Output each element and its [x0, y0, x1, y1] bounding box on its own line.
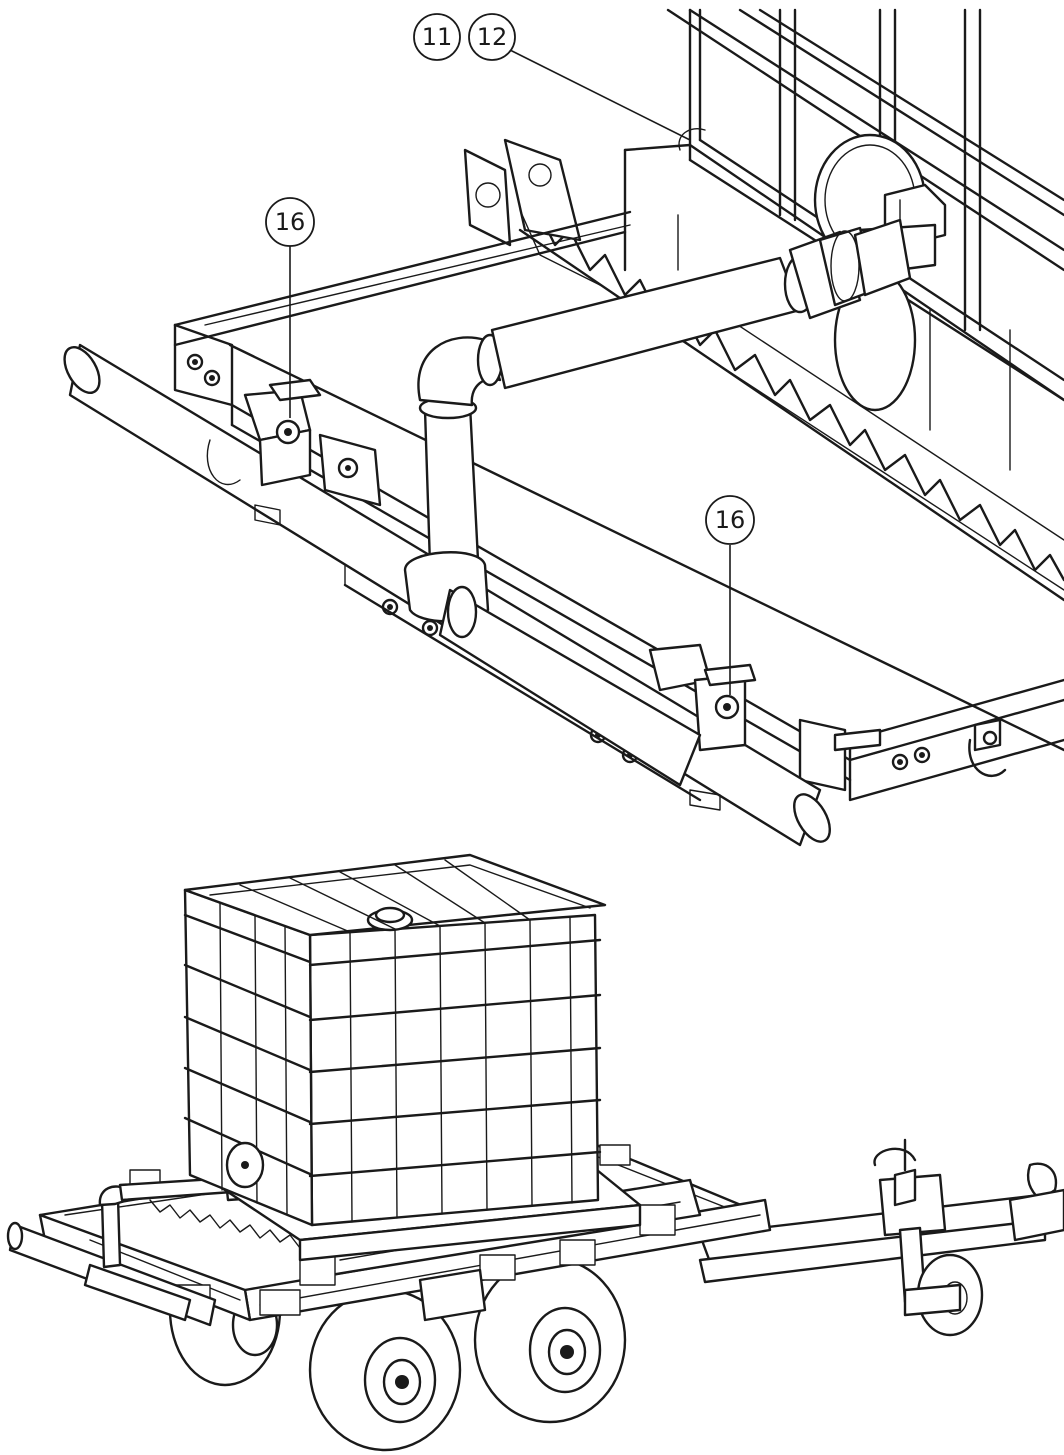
- plumbing-detail: [403, 218, 912, 787]
- callout-12: 12: [468, 13, 516, 61]
- bracket-plates-detail: [463, 138, 601, 286]
- callout-16-left: 16: [265, 197, 315, 247]
- tongue-and-jack: [698, 1138, 1064, 1337]
- mount-bracket-right: [648, 643, 757, 811]
- wheel-front-right: [473, 1256, 627, 1424]
- callout-16-right: 16: [705, 495, 755, 545]
- callout-11-label: 11: [422, 23, 453, 51]
- mount-bracket-left: [243, 378, 322, 526]
- callout-16-left-label: 16: [275, 208, 306, 236]
- bumper-bar: [6, 1221, 217, 1327]
- wheel-front-left: [308, 1288, 462, 1452]
- detail-view: 11 12 16 16: [63, 8, 1064, 847]
- callout-11: 11: [413, 13, 461, 61]
- zigzag-edge-detail: [518, 203, 1064, 602]
- callout-16-right-label: 16: [715, 506, 746, 534]
- overview-view: [6, 853, 1064, 1452]
- callout-12-label: 12: [477, 23, 508, 51]
- ibc-tank: [183, 853, 642, 1262]
- trailer-frame-detail: [173, 210, 1064, 832]
- tank-valve-detail: [813, 133, 947, 412]
- leader-11-12: [509, 49, 691, 141]
